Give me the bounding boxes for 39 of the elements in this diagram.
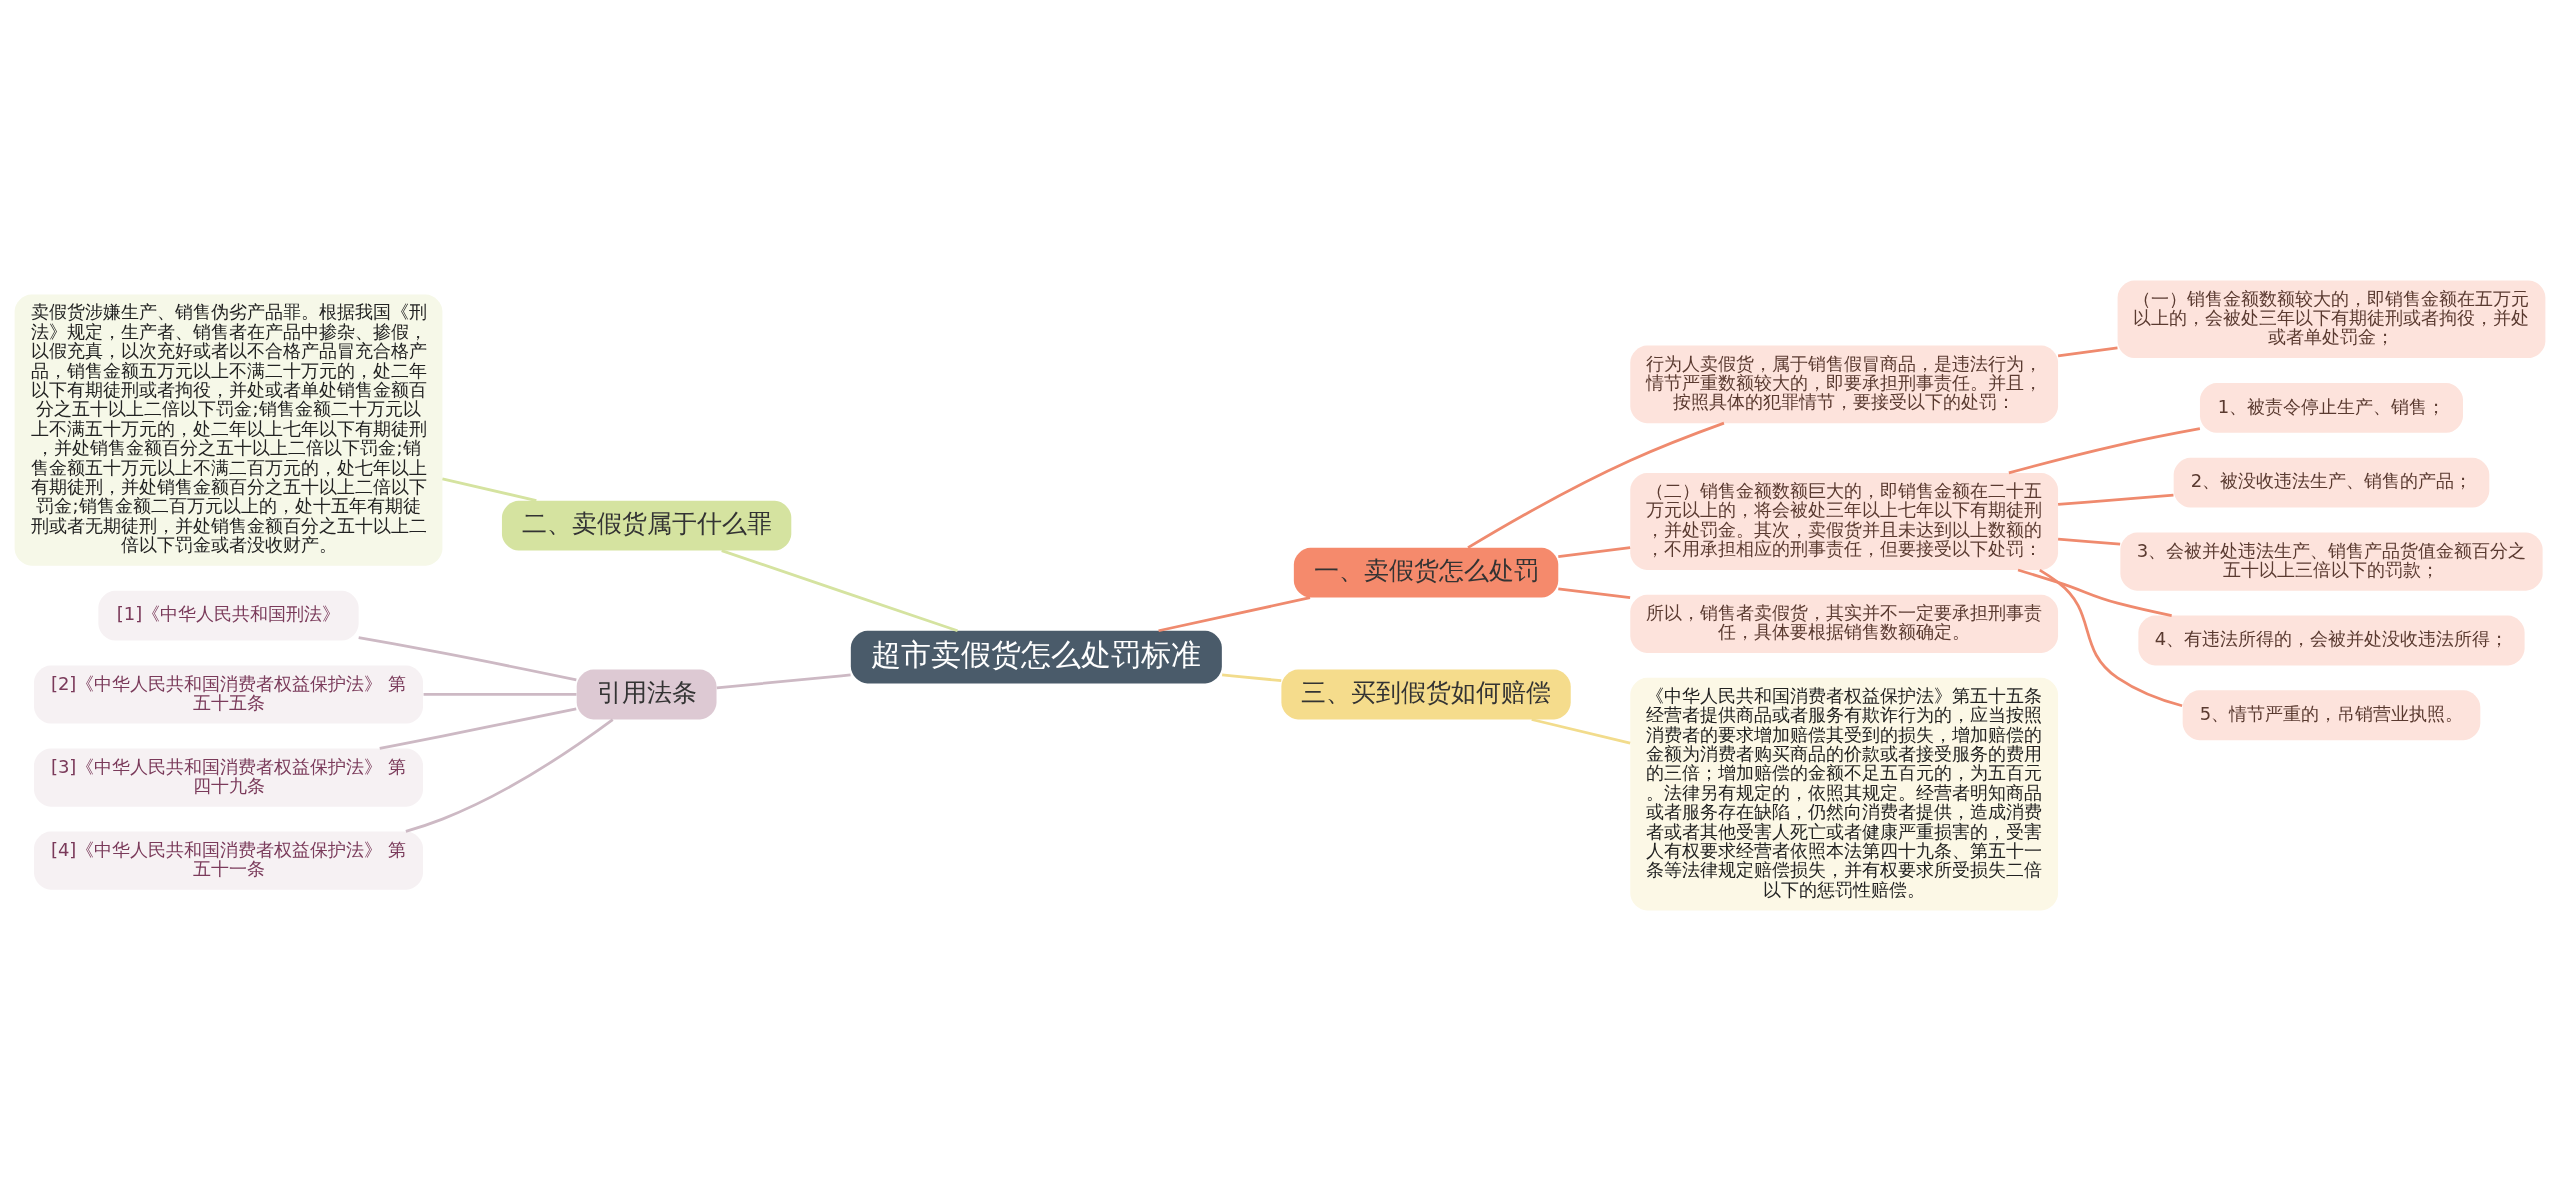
connector [721, 549, 958, 633]
connector [1531, 718, 1631, 745]
node-box: 4、有违法所得的，会被并处没收违法所得； [2138, 615, 2525, 666]
connector [423, 693, 577, 696]
connector [379, 707, 577, 750]
node-box: [1]《中华人民共和国刑法》 [98, 590, 359, 641]
connector [716, 673, 851, 690]
node-box: 5、情节严重的，吊销营业执照。 [2182, 690, 2481, 741]
connector [442, 477, 537, 502]
node-box: 二、卖假货属于什么罪 [501, 500, 792, 551]
node-box: 2、被没收违法生产、销售的产品； [2173, 457, 2490, 508]
connector [1158, 596, 1311, 633]
connector [2057, 537, 2121, 546]
connector [2057, 346, 2118, 358]
node-box: 卖假货涉嫌生产、销售伪劣产品罪。根据我国《刑法》规定，生产者、销售者在产品中掺杂、掺假，以假充真，以次充好或者以不合格产品冒充合格产品，销售金额五万元以上不满二十万元的，处二年以下有期徒刑或者拘役，并处或者单处销售金额百分之五十以上二倍以下罚金;销售金额二十万元以上不满五十万元的，处二年以上七年以下有期徒刑，并处销售金额百分之五十以上二倍以下罚金;销售金额五十万元以上不满二百万元的，处七年以上有期徒刑，并处销售金额百分之五十以上二倍以下罚金;销售金额二百万元以上的，处十五年有期徒刑或者无期徒刑，并处销售金额百分之五十以上二倍以下罚金或者没收财产。 [14, 294, 443, 566]
node-box: [3]《中华人民共和国消费者权益保护法》 第四十九条 [34, 748, 424, 807]
connector [2039, 568, 2183, 708]
node-box: 《中华人民共和国消费者权益保护法》第五十五条经营者提供商品或者服务有欺诈行为的，应当按照消费者的要求增加赔偿其受到的损失，增加赔偿的金额为消费者购买商品的价款或者接受服务的费用的三倍；增加赔偿的金额不足五百元的，为五百元。法律另有规定的，依照其规定。经营者明知商品或者服务存在缺陷，仍然向消费者提供，造成消费者或者其他受害人死亡或者健康严重损害的，受害人有权要求经营者依照本法第四十九条、第五十一条等法律规定赔偿损失，并有权要求所受损失二倍以下的惩罚性赔偿。 [1630, 677, 2059, 911]
node-box: [4]《中华人民共和国消费者权益保护法》 第五十一条 [34, 831, 424, 890]
connector [2017, 568, 2172, 617]
node-box: 所以，销售者卖假货，其实并不一定要承担刑事责任，具体要根据销售数额确定。 [1630, 594, 2059, 653]
node-box: 引用法条 [576, 669, 717, 720]
node-box: 三、买到假货如何赔偿 [1281, 669, 1571, 720]
connector [2008, 427, 2201, 475]
node-box: 一、卖假货怎么处罚 [1293, 547, 1559, 598]
connector [1558, 587, 1631, 600]
node-box: 行为人卖假货，属于销售假冒商品，是违法行为，情节严重数额较大的，即要承担刑事责任。并且，按照具体的犯罪情节，要接受以下的处罚： [1630, 345, 2059, 424]
connector [1467, 421, 1725, 549]
node-box: [2]《中华人民共和国消费者权益保护法》 第五十五条 [34, 665, 424, 724]
connector [358, 636, 577, 682]
node-box: 超市卖假货怎么处罚标准 [850, 630, 1222, 684]
connector [405, 718, 614, 833]
connector [1222, 673, 1282, 682]
node-box: 1、被责令停止生产、销售； [2199, 383, 2463, 433]
node-box: （二）销售金额数额巨大的，即销售金额在二十五万元以上的，将会被处三年以上七年以下有期徒刑，并处罚金。其次，卖假货并且未达到以上数额的，不用承担相应的刑事责任，但要接受以下处罚： [1630, 473, 2059, 570]
connector [1558, 546, 1631, 558]
node-box: （一）销售金额数额较大的，即销售金额在五万元以上的，会被处三年以下有期徒刑或者拘役，并处或者单处罚金； [2117, 280, 2546, 359]
connector [2057, 493, 2174, 506]
node-box: 3、会被并处违法生产、销售产品货值金额百分之五十以上三倍以下的罚款； [2120, 532, 2543, 591]
